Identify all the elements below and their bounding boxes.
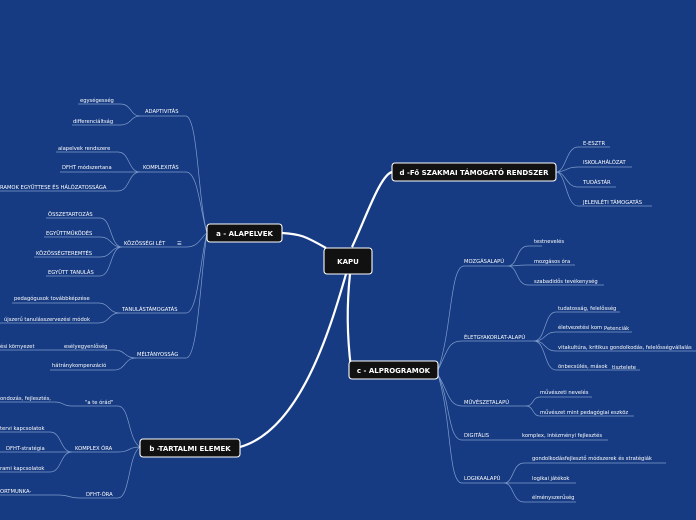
topic-tisztelete[interactable]: tisztelete [612, 365, 636, 371]
topic-kozossegteremtes[interactable]: KÖZÖSSÉGTEREMTÉS [36, 249, 92, 257]
branch-node-b[interactable]: b -TARTALMI ELEMEK [139, 438, 241, 458]
topic-a-te-orad[interactable]: "a te órád" [85, 399, 113, 406]
branch-node-c[interactable]: c - ALPROGRAMOK [348, 360, 439, 380]
topic-komplexitas[interactable]: KOMPLEXITÁS [143, 164, 179, 171]
topic-egyuttmukodes[interactable]: EGYÜTTMŰKÖDÉS [46, 229, 92, 237]
branch-b-topics: "a te órád" ondozás, fejlesztés, KOMPLEX… [0, 395, 113, 498]
topic-muveszeti-neveles[interactable]: művészeti nevelés [540, 389, 589, 396]
topic-tudatossag[interactable]: tudatosság, felelősség [558, 305, 616, 312]
center-node[interactable]: KAPU [323, 247, 373, 275]
topic-dfht-strategia[interactable]: DFHT-stratégia [6, 445, 45, 452]
topic-meltanyossag[interactable]: MÉLTÁNYOSSÁG [137, 350, 178, 358]
branch-label-a: a - ALAPELVEK [216, 230, 273, 238]
topic-rami-kapcsolatok[interactable]: rami kapcsolatok [0, 466, 44, 472]
topic-adaptivitas[interactable]: ADAPTIVITÁS [145, 108, 179, 115]
branch-connectors [0, 103, 696, 503]
topic-osszetartozas[interactable]: ÖSSZETARTOZÁS [48, 211, 93, 218]
topic-egyutt-tanulas[interactable]: EGYÜTT TANULÁS [48, 269, 94, 276]
topic-differencialtsag[interactable]: differenciáltság [73, 118, 113, 125]
topic-elmenyszeruseg[interactable]: élményszerűség [532, 494, 574, 501]
branch-label-c: c - ALPROGRAMOK [357, 367, 431, 375]
topic-programok-egyuttese[interactable]: RAMOK EGYÜTTESE ÉS HÁLÓZATOSSÁGA [0, 183, 107, 191]
topic-tudastar[interactable]: TUDÁSTÁR [582, 179, 611, 186]
topic-komplex-intezmenyi[interactable]: komplex, intézményi fejlesztés [522, 432, 602, 439]
topic-portmunka[interactable]: ORTMUNKA- [0, 489, 31, 495]
center-label: KAPU [337, 258, 359, 266]
branch-c-topics: MOZGÁSALAPÚ testnevelés mozgásos óra sza… [464, 238, 692, 501]
topic-hatranykompenzacio[interactable]: hátránykompenzáció [52, 362, 106, 369]
topic-eletgyakorlat-alapu[interactable]: ÉLETGYAKORLAT-ALAPÚ [464, 333, 525, 341]
topic-tervi-kapcsolatok[interactable]: tervi kapcsolatok [0, 426, 44, 432]
branch-label-b: b -TARTALMI ELEMEK [149, 445, 231, 453]
branch-a-topics: ADAPTIVITÁS egységesség differenciáltság… [0, 97, 182, 369]
topic-vitakultura[interactable]: vitakultúra, kritikus gondolkodás, felel… [558, 344, 692, 351]
notes-icon[interactable]: ☰ [177, 241, 182, 247]
topic-mozgasalapu[interactable]: MOZGÁSALAPÚ [464, 258, 504, 265]
topic-digitalis[interactable]: DIGITÁLIS [464, 432, 489, 439]
topic-mozgasos-ora[interactable]: mozgásos óra [534, 258, 570, 265]
branch-d-topics: E-ESZTR ISKOLAHÁLÓZAT TUDÁSTÁR JELENLÉTI… [582, 141, 642, 206]
branch-label-d: d -Fő SZAKMAI TÁMOGATÓ RENDSZER [400, 168, 550, 177]
topic-dfht-ora[interactable]: DFHT-ÓRA [86, 491, 113, 498]
branch-node-a[interactable]: a - ALAPELVEK [206, 223, 283, 243]
topic-onbecsules[interactable]: önbecsülés, mások [558, 363, 608, 370]
topic-egysegesseg[interactable]: egységesség [80, 97, 114, 104]
topic-petenciak[interactable]: Petenciák [604, 325, 629, 332]
topic-komplex-ora[interactable]: KOMPLEX ÓRA [75, 445, 113, 452]
topic-muveszetalapu[interactable]: MŰVÉSZETALAPÚ [464, 398, 509, 406]
topic-ujszeru-tanulasszervezesi[interactable]: újszerű tanulásszervezési módok [4, 316, 90, 323]
topic-logikaalapu[interactable]: LOGIKAALAPÚ [464, 475, 501, 482]
topic-eletvezetesi-kom[interactable]: életvezetési kom [558, 324, 602, 331]
topic-e-eszter[interactable]: E-ESZTR [583, 141, 605, 147]
topic-muveszet-mint-eszkoz[interactable]: művészet mint pedagógiai eszköz [540, 409, 628, 416]
branch-node-d[interactable]: d -Fő SZAKMAI TÁMOGATÓ RENDSZER [391, 162, 557, 182]
topic-szabadidos-tevekenyseg[interactable]: szabadidős tevékenység [534, 278, 598, 285]
topic-kozossegi-let[interactable]: KÖZÖSSÉGI LÉT [124, 239, 166, 247]
topic-iskolahalozat[interactable]: ISKOLAHÁLÓZAT [583, 159, 627, 166]
topic-logikai-jatekok[interactable]: logikai játékok [532, 475, 569, 482]
main-connectors [239, 170, 393, 449]
topic-alapelvek-rendszere[interactable]: alapelvek rendszere [58, 146, 110, 152]
topic-tanulastamogatas[interactable]: TANULÁSTÁMOGATÁS [121, 306, 178, 313]
topic-gondolkodasfejleszto[interactable]: gondolkodásfejlesztő módszerek és straté… [532, 455, 652, 462]
topic-gondozas-fejlesztes[interactable]: ondozás, fejlesztés, [0, 395, 51, 402]
topic-eselyegyenloseg[interactable]: esélyegyenlőség [64, 343, 107, 350]
topic-testneveles[interactable]: testnevelés [534, 238, 564, 245]
topic-pedagogusok-tovabbkepzese[interactable]: pedagógusok továbbképzése [14, 295, 90, 302]
topic-dfht-modszertana[interactable]: DFHT módszertana [62, 164, 112, 171]
topic-esi-kornyezet[interactable]: ési környezet [0, 343, 35, 350]
topic-jelenleti-tamogatas[interactable]: JELENLÉTI TÁMOGATÁS [582, 198, 642, 206]
